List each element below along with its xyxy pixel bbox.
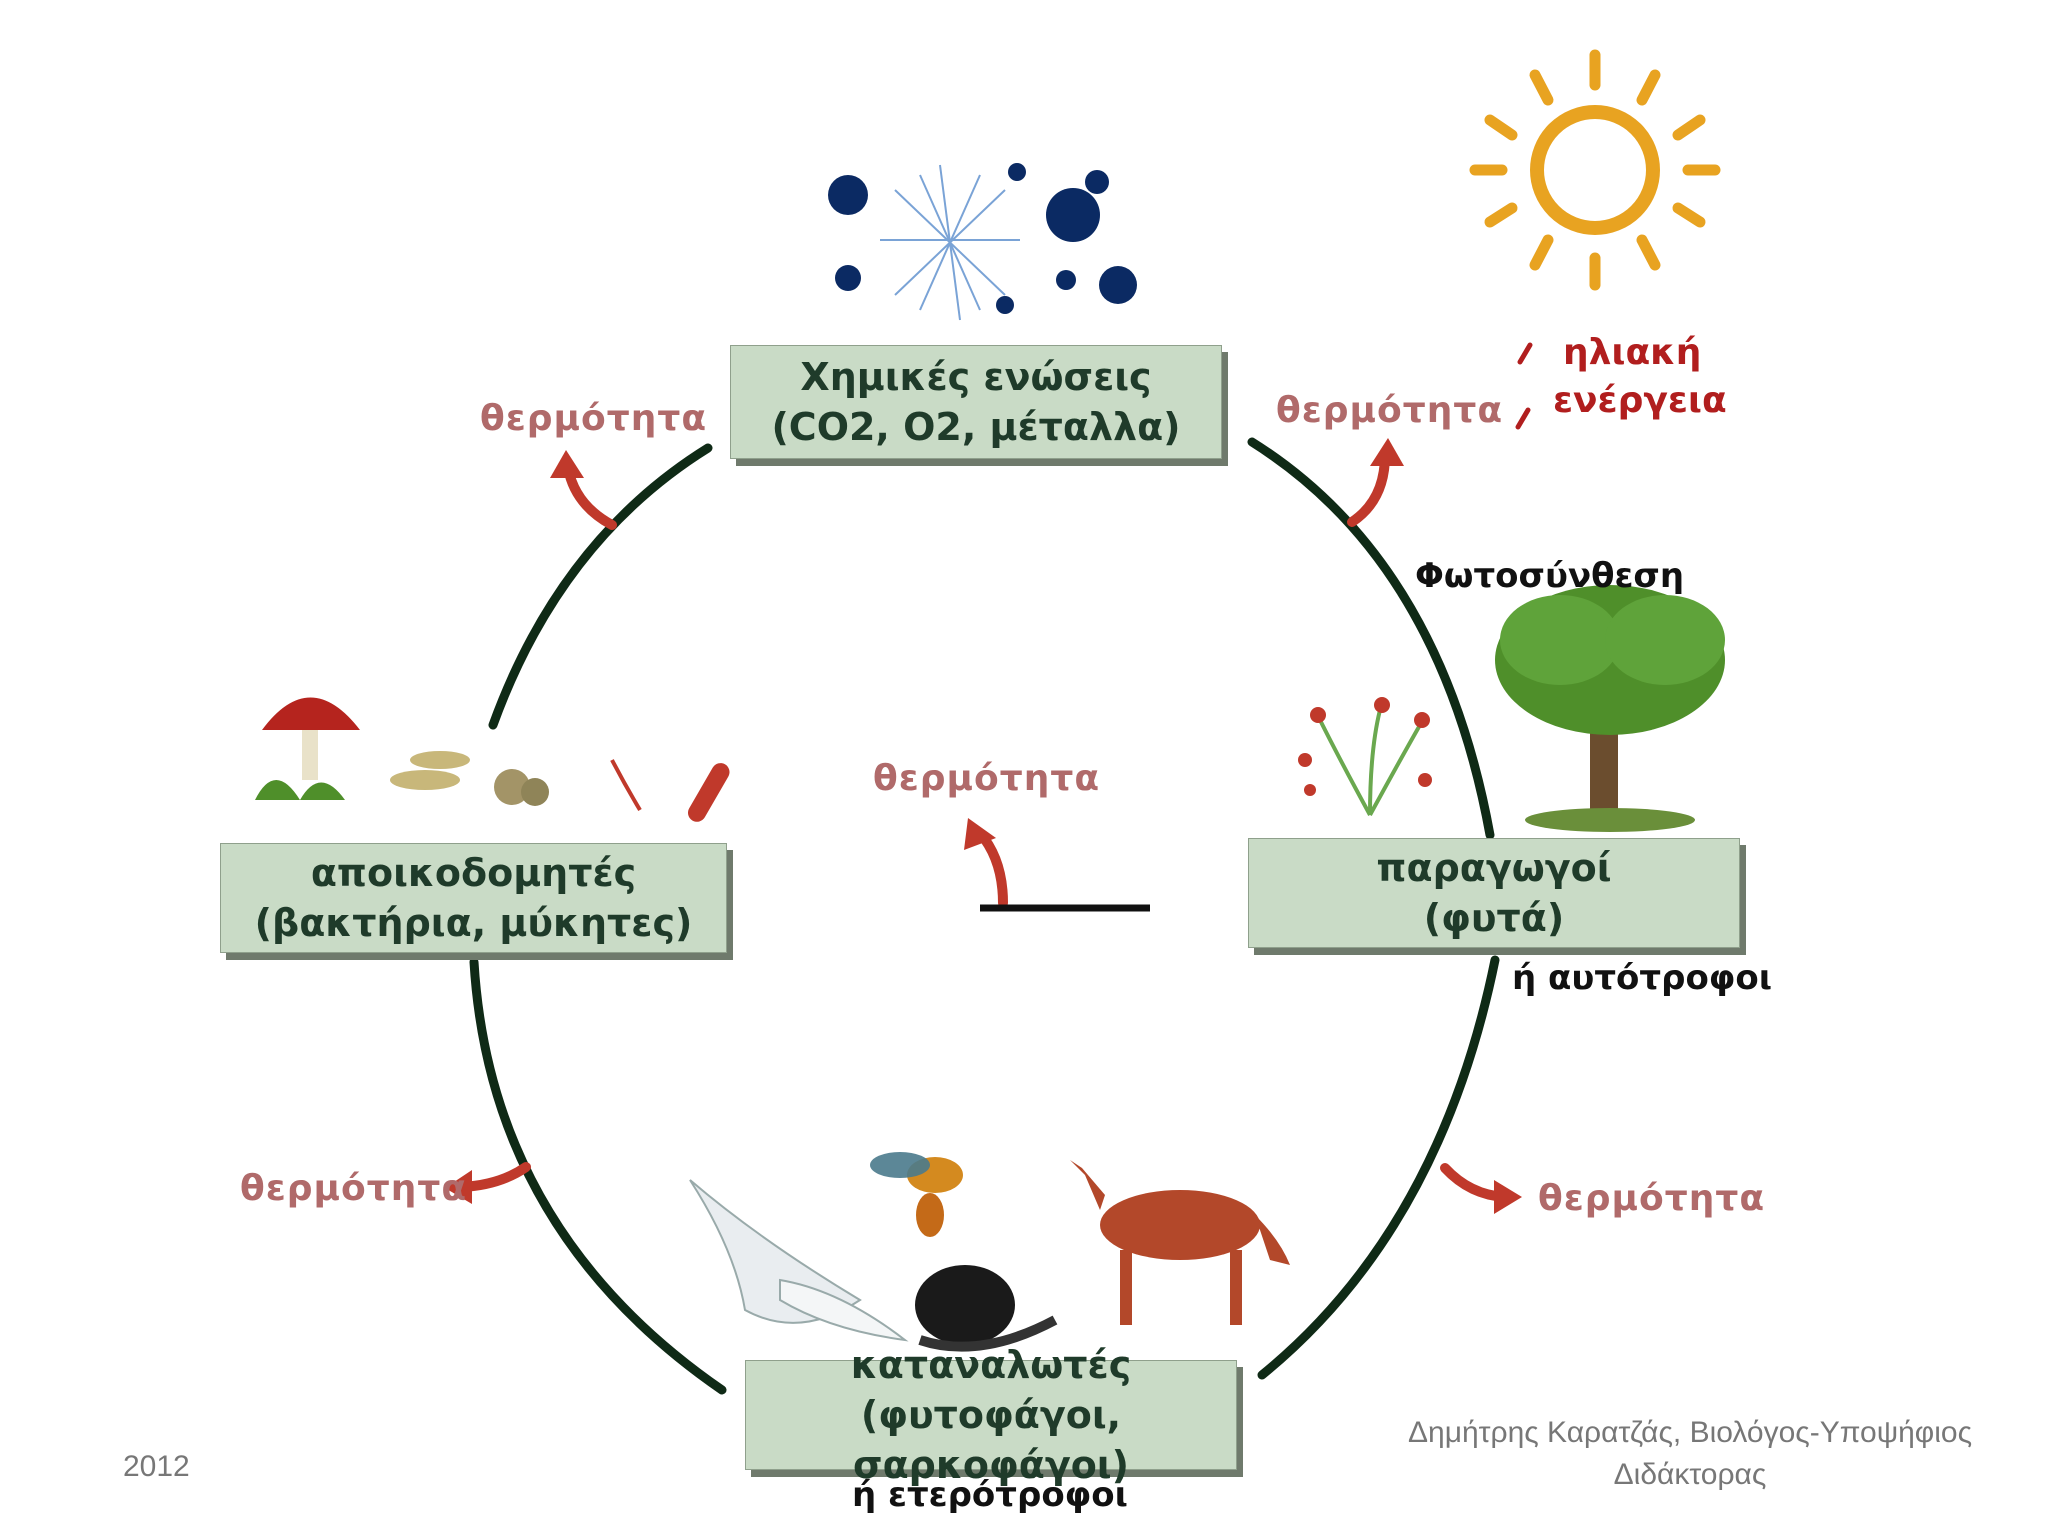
box-chemical-line2: (CO2, O2, μέταλλα) <box>771 405 1181 449</box>
heat-arrowhead-top-left <box>550 450 584 478</box>
heat-label-top-right: θερμότητα <box>1276 390 1504 431</box>
box-producers-line1: παραγωγοί <box>1376 846 1612 890</box>
solar-energy-line1: ηλιακή <box>1563 332 1702 373</box>
heterotrophs-label: ή ετερότροφοι <box>852 1475 1128 1515</box>
horse-icon <box>1070 1160 1290 1325</box>
mushroom-icon <box>255 697 360 800</box>
bee-icon <box>870 1152 963 1237</box>
box-decomposers-line2: (βακτήρια, μύκητες) <box>254 901 693 945</box>
sun-icon <box>1469 49 1721 430</box>
box-consumers: καταναλωτές (φυτοφάγοι, σαρκοφάγοι) <box>745 1343 1237 1487</box>
footer-author-line1: Δημήτρης Καρατζάς, Βιολόγος-Υποψήφιος <box>1407 1416 1973 1449</box>
box-chemical-compounds: Χημικές ενώσεις (CO2, O2, μέταλλα) <box>730 345 1222 459</box>
molecules-icon <box>828 163 1137 321</box>
footer-author-line2: Διδάκτορας <box>1613 1458 1767 1491</box>
box-consumers-line1: καταναλωτές <box>850 1343 1132 1387</box>
box-decomposers-line1: αποικοδομητές <box>310 851 637 895</box>
arc-top-left <box>488 443 713 730</box>
tree-icon <box>1495 585 1725 832</box>
heat-arrowhead-bottom-left <box>445 1170 472 1204</box>
heat-arrowhead-center <box>964 818 996 850</box>
heat-arrowhead-bottom-right <box>1494 1180 1522 1214</box>
arc-bottom-left <box>469 957 727 1395</box>
box-producers: παραγωγοί (φυτά) <box>1248 838 1740 948</box>
snail-icon <box>915 1265 1058 1352</box>
arc-bottom-right <box>1257 955 1500 1380</box>
solar-energy-line2: ενέργεια <box>1553 380 1727 421</box>
plant-icon <box>1298 697 1432 816</box>
heat-arrow-center <box>975 828 1008 908</box>
bacteria-icon <box>390 751 730 822</box>
heat-label-center: θερμότητα <box>873 758 1101 799</box>
heat-label-bottom-right: θερμότητα <box>1538 1178 1766 1219</box>
footer-year: 2012 <box>123 1450 190 1483</box>
heat-label-top-left: θερμότητα <box>480 398 708 439</box>
box-producers-line2: (φυτά) <box>1423 896 1565 940</box>
footer-author: Δημήτρης Καρατζάς, Βιολόγος-Υποψήφιος Δι… <box>1370 1412 2010 1496</box>
box-consumers-line2: (φυτοφάγοι, σαρκοφάγοι) <box>852 1393 1129 1487</box>
heat-label-bottom-left: θερμότητα <box>240 1168 468 1209</box>
autotrophs-label: ή αυτότροφοι <box>1512 958 1773 998</box>
arc-top-right <box>1247 437 1495 840</box>
box-chemical-line1: Χημικές ενώσεις <box>800 355 1152 399</box>
box-decomposers: αποικοδομητές (βακτήρια, μύκητες) <box>220 843 727 953</box>
photosynthesis-label: Φωτοσύνθεση <box>1415 556 1685 596</box>
heat-arrowhead-top-right <box>1370 438 1404 466</box>
bird-icon <box>689 1179 909 1342</box>
